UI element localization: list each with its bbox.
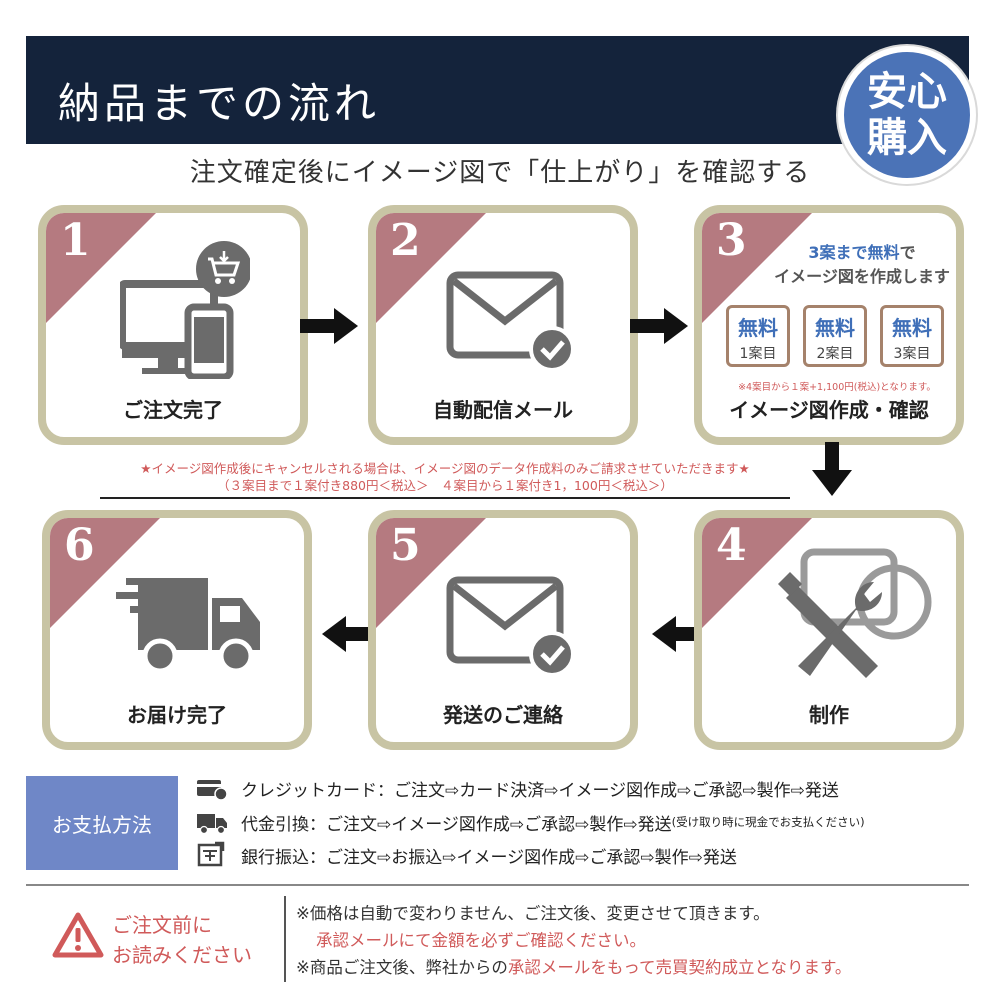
payment-cod-note: (受け取り時に現金でお支払ください) — [671, 815, 865, 829]
free-draft-label: 無料 — [738, 316, 778, 340]
step-2-card: 2 自動配信メール — [368, 205, 638, 445]
free-headline-rest: で — [899, 243, 916, 262]
section-divider — [26, 884, 969, 886]
credit-card-icon — [197, 780, 228, 801]
notice-divider — [284, 896, 286, 982]
notice-title-line1: ご注文前に — [112, 913, 212, 937]
payment-row-cod: 代金引換：ご注文⇨イメージ図作成⇨ご承認⇨製作⇨発送(受け取り時に現金でお支払く… — [195, 808, 865, 836]
tools-icon — [778, 548, 932, 678]
free-drafts-headline: 3案まで無料で イメージ図を作成します — [762, 241, 956, 289]
step-number: 3 — [716, 215, 747, 266]
notice-title: ご注文前に お読みください — [112, 910, 252, 970]
step-1-card: 1 ご注文完了 — [38, 205, 308, 445]
step-5-label: 発送のご連絡 — [443, 703, 563, 727]
badge-line2: 購入 — [867, 115, 947, 161]
step-number: 1 — [60, 215, 91, 266]
step-corner — [376, 518, 486, 628]
step-4-card: 4 制作 — [694, 510, 964, 750]
step-corner — [46, 213, 156, 323]
free-draft-box: 無料 2案目 — [803, 305, 867, 367]
free-draft-number: 1案目 — [739, 346, 777, 362]
page-title: 納品までの流れ — [58, 79, 381, 128]
computer-phone-cart-icon — [120, 241, 250, 379]
step-6-card: 6 お届け完了 — [42, 510, 312, 750]
safe-purchase-badge: 安心 購入 — [838, 46, 976, 184]
step-6-label: お届け完了 — [127, 703, 227, 727]
truck-icon — [116, 578, 260, 674]
payment-methods-label: お支払方法 — [26, 776, 178, 870]
cancellation-note-line2: （３案目まで１案付き880円＜税込＞ ４案目から１案付き1，100円＜税込＞） — [217, 478, 673, 493]
step-number: 5 — [390, 520, 421, 571]
step-4-label: 制作 — [809, 703, 849, 727]
step-corner — [702, 213, 812, 323]
notice-note-3b: 承認メールをもって売買契約成立となります。 — [507, 958, 852, 977]
arrow-down-icon — [812, 442, 852, 496]
step-corner — [702, 518, 812, 628]
mail-check-icon — [446, 271, 575, 371]
step-2-label: 自動配信メール — [433, 398, 573, 422]
free-draft-number: 2案目 — [816, 346, 854, 362]
notice-note-2: 承認メールにて金額を必ずご確認ください。 — [316, 931, 646, 950]
notice-note-3a: ※商品ご注文後、弊社からの — [296, 958, 508, 977]
step-number: 2 — [390, 215, 421, 266]
step-number: 6 — [64, 520, 95, 571]
free-draft-label: 無料 — [815, 316, 855, 340]
step-3-label: イメージ図作成・確認 — [729, 398, 929, 422]
step-5-card: 5 発送のご連絡 — [368, 510, 638, 750]
badge-line1: 安心 — [867, 69, 947, 115]
arrow-right-icon — [630, 308, 688, 344]
notice-note-3: ※商品ご注文後、弊社からの承認メールをもって売買契約成立となります。 — [296, 954, 851, 981]
free-draft-label: 無料 — [892, 316, 932, 340]
free-headline-blue: 3案まで無料 — [808, 243, 900, 262]
cancellation-note: ★イメージ図作成後にキャンセルされる場合は、イメージ図のデータ作成料のみご請求さ… — [100, 460, 790, 494]
warning-icon — [52, 912, 104, 958]
title-bar — [26, 36, 969, 144]
extra-draft-note: ※4案目から１案+1,100円(税込)となります。 — [738, 382, 936, 393]
payment-credit-text: クレジットカード：ご注文⇨カード決済⇨イメージ図作成⇨ご承認⇨製作⇨発送 — [241, 780, 839, 801]
bank-transfer-icon — [197, 841, 225, 867]
notice-notes: ※価格は自動で変わりません、ご注文後、変更させて頂きます。 承認メールにて金額を… — [296, 900, 851, 981]
payment-bank-text: 銀行振込：ご注文⇨お振込⇨イメージ図作成⇨ご承認⇨製作⇨発送 — [241, 847, 737, 868]
cod-truck-icon — [197, 814, 227, 835]
free-draft-box: 無料 3案目 — [880, 305, 944, 367]
subtitle: 注文確定後にイメージ図で「仕上がり」を確認する — [189, 158, 811, 188]
step-corner — [376, 213, 486, 323]
payment-cod-text: 代金引換：ご注文⇨イメージ図作成⇨ご承認⇨製作⇨発送 — [241, 814, 672, 835]
arrow-right-icon — [300, 308, 358, 344]
step-number: 4 — [716, 520, 747, 571]
payment-row-credit: クレジットカード：ご注文⇨カード決済⇨イメージ図作成⇨ご承認⇨製作⇨発送 — [195, 774, 839, 802]
free-draft-box: 無料 1案目 — [726, 305, 790, 367]
mail-check-icon — [446, 576, 575, 676]
cancellation-note-line1: ★イメージ図作成後にキャンセルされる場合は、イメージ図のデータ作成料のみご請求さ… — [140, 461, 750, 476]
notice-note-1: ※価格は自動で変わりません、ご注文後、変更させて頂きます。 — [296, 904, 770, 923]
step-1-label: ご注文完了 — [123, 398, 223, 422]
notice-title-line2: お読みください — [112, 943, 252, 967]
divider — [100, 497, 790, 499]
free-draft-number: 3案目 — [893, 346, 931, 362]
step-3-card: 3 3案まで無料で イメージ図を作成します 無料 1案目 無料 2案目 無料 3… — [694, 205, 964, 445]
free-headline-line2: イメージ図を作成します — [774, 267, 950, 286]
payment-row-bank: 銀行振込：ご注文⇨お振込⇨イメージ図作成⇨ご承認⇨製作⇨発送 — [195, 841, 737, 869]
